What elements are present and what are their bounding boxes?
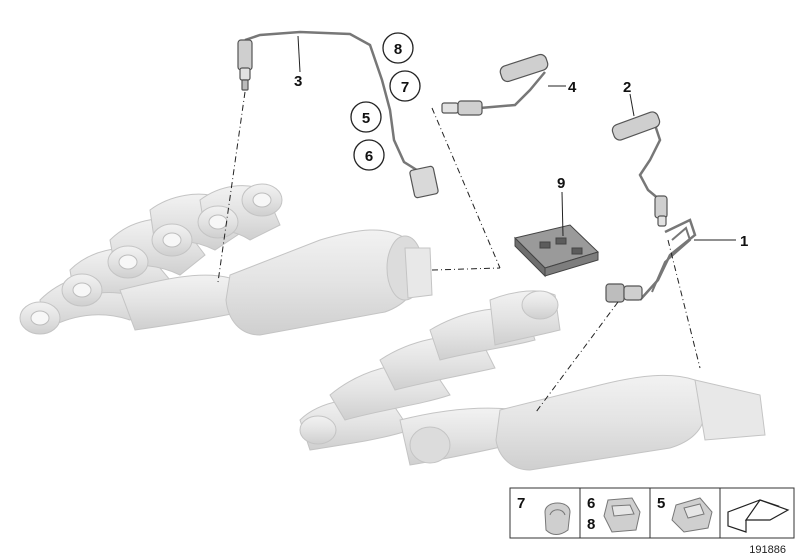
svg-text:2: 2 bbox=[623, 79, 631, 96]
direction-arrow-icon bbox=[727, 499, 790, 533]
sensor-holder-9[interactable] bbox=[514, 224, 599, 278]
oxygen-sensor-4[interactable] bbox=[441, 53, 549, 116]
svg-text:1: 1 bbox=[740, 233, 748, 250]
parts-legend: 7 6 8 5 bbox=[509, 487, 795, 539]
svg-text:5: 5 bbox=[362, 110, 370, 127]
diagram-reference-number: 191886 bbox=[749, 544, 786, 556]
circled-callout-5: 5 bbox=[350, 101, 382, 133]
svg-text:8: 8 bbox=[587, 516, 595, 533]
clip-6-8-icon bbox=[603, 497, 641, 533]
leader-lines bbox=[297, 35, 736, 241]
dashed-reference-lines bbox=[217, 91, 701, 413]
left-catalytic-converter bbox=[225, 229, 433, 336]
svg-text:8: 8 bbox=[394, 41, 402, 58]
svg-text:9: 9 bbox=[557, 175, 565, 192]
oxygen-sensor-3[interactable] bbox=[237, 30, 439, 199]
right-catalytic-converter bbox=[409, 374, 766, 471]
svg-text:7: 7 bbox=[401, 79, 409, 96]
oxygen-sensor-2[interactable] bbox=[611, 110, 668, 227]
svg-text:6: 6 bbox=[587, 495, 595, 512]
svg-text:4: 4 bbox=[568, 79, 577, 96]
legend-cell-6-8: 6 8 bbox=[587, 495, 641, 533]
callout-3: 3 bbox=[294, 73, 302, 90]
clip-7-icon bbox=[544, 502, 571, 535]
circled-callout-6: 6 bbox=[353, 139, 385, 171]
callout-9: 9 bbox=[557, 175, 565, 192]
left-flange-holes bbox=[30, 192, 272, 326]
svg-text:3: 3 bbox=[294, 73, 302, 90]
circled-callout-8: 8 bbox=[382, 32, 414, 64]
legend-cell-7: 7 bbox=[517, 495, 571, 535]
callout-4: 4 bbox=[568, 79, 577, 96]
circled-callout-7: 7 bbox=[389, 70, 421, 102]
clip-5-icon bbox=[671, 497, 713, 533]
svg-text:7: 7 bbox=[517, 495, 525, 512]
oxygen-sensor-1[interactable] bbox=[605, 218, 697, 303]
callout-1: 1 bbox=[740, 233, 748, 250]
callout-2: 2 bbox=[623, 79, 631, 96]
svg-text:5: 5 bbox=[657, 495, 665, 512]
svg-text:6: 6 bbox=[365, 148, 373, 165]
legend-cell-5: 5 bbox=[657, 495, 713, 533]
